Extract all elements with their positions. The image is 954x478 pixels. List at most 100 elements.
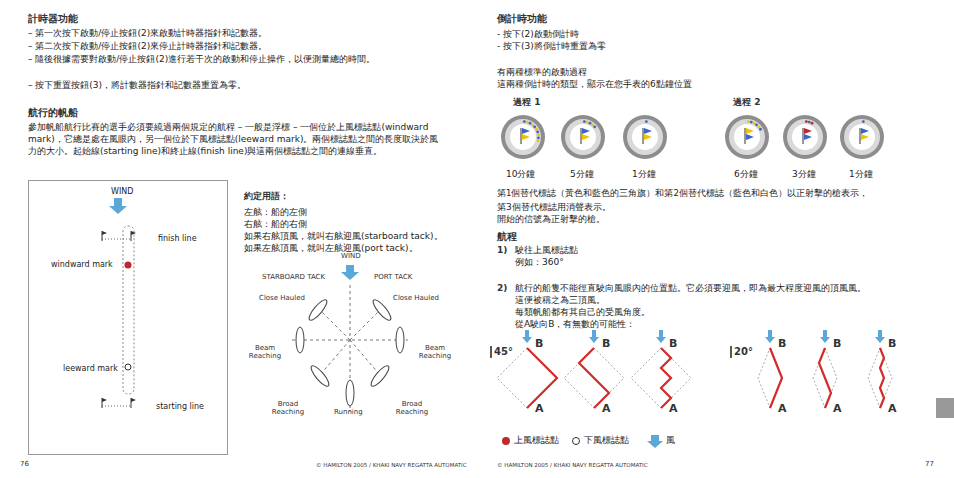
label-text: A [602, 402, 611, 417]
page-tab [936, 398, 954, 418]
dial-face [570, 124, 596, 150]
course-outline [813, 348, 837, 408]
legend-swatch [502, 437, 510, 445]
label-text: - 按下(2)啟動倒計時 [497, 28, 579, 40]
flag [522, 134, 530, 140]
label-text: Close Hauled [392, 294, 440, 302]
course-label: finish line [158, 234, 197, 244]
label-text: 20° [734, 345, 753, 359]
dial-dot [535, 128, 538, 131]
label-text: 6分鐘 [734, 168, 758, 180]
dial-dot [808, 121, 811, 124]
dial-dot [583, 120, 586, 123]
dial-dot [747, 120, 750, 123]
wind-symbol [647, 435, 663, 448]
label-text: B [778, 337, 786, 352]
tack-path [579, 348, 609, 408]
course-label: windward mark [51, 260, 113, 270]
dial-dot [533, 125, 536, 128]
dial-dot [529, 122, 532, 125]
label-text: B [602, 337, 610, 352]
label-text: 2) [497, 282, 507, 294]
label-text: B [888, 337, 896, 352]
label-text: – 第一次按下啟動/停止按鈕(2)來啟動計時器指針和記數器。 [28, 27, 468, 39]
dial-face [792, 124, 818, 150]
label-text: 航行的船隻不能徑直駛向風眼內的位置點。它必須要迎風，即為最大程度迎風的頂風風。 [515, 282, 866, 294]
label-text: 右舷：船的右側 [244, 218, 307, 230]
label-text: 10分鐘 [506, 168, 535, 180]
label-text: 過程 2 [733, 96, 760, 108]
label-text: 約定用語： [244, 190, 289, 202]
dial-dot [589, 122, 592, 125]
flag [644, 134, 652, 140]
dial-dot [811, 122, 814, 125]
dial-dot [591, 123, 594, 126]
label-text: 計時器功能 [28, 12, 78, 26]
label-text: 過程 1 [513, 96, 540, 108]
dial-dot [862, 120, 865, 123]
label-text: 77 [925, 460, 934, 469]
dial-bezel [565, 119, 601, 155]
label-text: – 按下重置按鈕(3)，將計數器指針和記數器重置為零。 [28, 79, 468, 91]
tack-path [770, 348, 782, 408]
tack-path [819, 348, 831, 408]
flag-pole [521, 128, 522, 144]
flag [746, 134, 754, 140]
flag [746, 128, 754, 134]
flag [522, 128, 530, 134]
label-text: – 第二次按下啟動/停止按鈕(2)來停止計時器指針和記數器。 [28, 40, 468, 52]
course-drawing [102, 198, 136, 408]
dial-bezel [505, 119, 541, 155]
dial-ring [501, 115, 545, 159]
dial-dot [645, 120, 648, 123]
course-label: WIND [111, 187, 133, 197]
course-label: leeward mark [63, 364, 118, 374]
dial-face [849, 124, 875, 150]
wind-arrow [656, 330, 666, 343]
flag-pole [860, 128, 861, 144]
label-text: - 按下(3)將倒計時重置為零 [497, 40, 606, 52]
legend-text: 上風標誌點 [514, 434, 559, 446]
label-text: – 隨後很據需要對啟動/停止按鈕(2)進行若干次的啟動和停止操作，以便測量總的時… [28, 53, 468, 65]
course-label: starting line [156, 402, 204, 412]
label-text: A [833, 402, 842, 417]
course-outline [564, 348, 624, 408]
dial-dot [537, 139, 540, 142]
legend-text: 風 [666, 434, 675, 446]
label-text: 參加帆船航行比賽的選手必須要繞過兩個規定的航程 – 一般是浮標 – 一個位於上風… [28, 121, 443, 157]
label-text: Broad Reaching [263, 400, 313, 416]
dial-dot [805, 120, 808, 123]
dial-dot [537, 136, 540, 139]
label-text: Running [334, 408, 363, 417]
label-text: 航程 [497, 230, 517, 244]
dial-dot [593, 125, 596, 128]
wind-arrow [820, 330, 830, 343]
label-text: Broad Reaching [387, 400, 437, 416]
flag [861, 134, 869, 140]
course-frame: WIND finish line windward mark leeward mark… [28, 180, 228, 455]
flag-pole [643, 128, 644, 144]
label-text: 如果左舷頂風，就叫左舷迎風(port tack)。 [244, 242, 418, 254]
label-text: B [833, 337, 841, 352]
label-text: 有兩種標準的啟動過程 [497, 66, 587, 78]
dial-ring [783, 115, 827, 159]
dial-dot [536, 131, 539, 134]
dial-face [734, 124, 760, 150]
flag [804, 134, 812, 140]
label-text: PORT TACK [374, 273, 412, 282]
dial-dot [586, 121, 589, 124]
label-text: 45° [494, 345, 513, 359]
dial-bezel [787, 119, 823, 155]
flag-pole [803, 128, 804, 144]
label-text: © HAMILTON 2005 / KHAKI NAVY REGATTA AUT… [497, 462, 648, 469]
label-text: 第1個替代標誌（黃色和藍色的三角旗）和第2個替代標誌（藍色和白色）以正射擊的槍表… [497, 188, 868, 199]
label-text: 第3個替代標誌用消聲表示。 [497, 201, 611, 213]
point-of-sail-drawing [292, 265, 408, 412]
wind-arrow [875, 330, 885, 343]
wind-arrow [589, 330, 599, 343]
dial-bezel [627, 119, 663, 155]
label-text: 左舷：船的左側 [244, 206, 307, 218]
wind-arrow [765, 330, 775, 343]
dial-dot [753, 122, 756, 125]
